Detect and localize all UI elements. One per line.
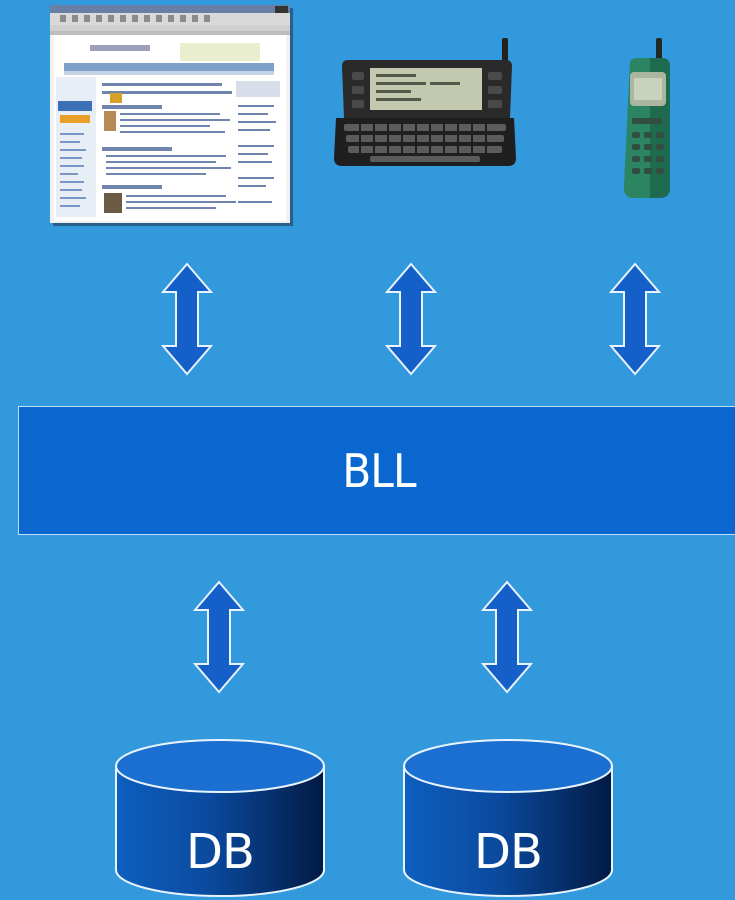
double-arrow-icon: [480, 580, 534, 694]
bll-layer-box: BLL: [18, 406, 735, 535]
double-arrow-icon: [160, 262, 214, 376]
mobile-phone-icon: [620, 38, 674, 203]
database-label: DB: [474, 824, 543, 880]
double-arrow-icon: [384, 262, 438, 376]
communicator-device-icon: [330, 38, 520, 168]
web-browser-screenshot-icon: [50, 5, 290, 223]
database-label: DB: [186, 824, 255, 880]
database-cylinder: DB: [402, 728, 614, 898]
bll-label: BLL: [342, 443, 416, 498]
database-cylinder: DB: [114, 728, 326, 898]
double-arrow-icon: [608, 262, 662, 376]
double-arrow-icon: [192, 580, 246, 694]
